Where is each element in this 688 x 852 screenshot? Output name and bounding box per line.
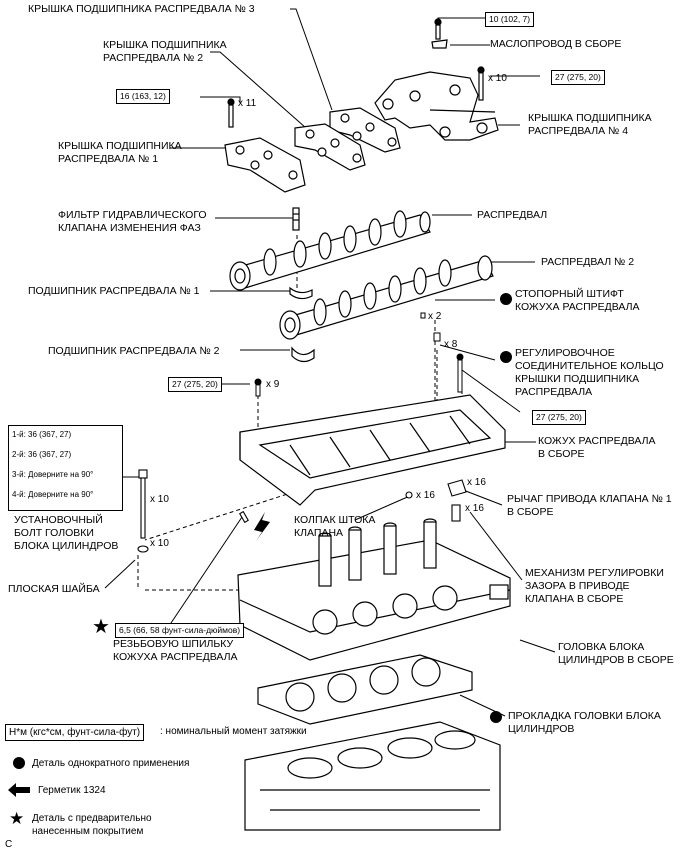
precoated-star-icon: ★	[9, 809, 25, 828]
label-cam-bearing-1: ПОДШИПНИК РАСПРЕДВАЛА № 1	[28, 285, 200, 297]
torque-step-2: 2-й: 36 (367, 27)	[12, 450, 72, 459]
qty-x16-lash: x 16	[465, 503, 484, 514]
label-lash-adjuster: МЕХАНИЗМ РЕГУЛИРОВКИ ЗАЗОРА В ПРИВОДЕ КЛ…	[525, 567, 664, 605]
label-valve-cap: КОЛПАК ШТОКА КЛАПАНА	[294, 514, 376, 539]
label-oil-pipe: МАСЛОПРОВОД В СБОРЕ	[490, 38, 622, 50]
qty-x16-cap: x 16	[416, 490, 435, 501]
label-cam-bearing-2: ПОДШИПНИК РАСПРЕДВАЛА № 2	[48, 345, 220, 357]
label-adjust-ring: РЕГУЛИРОВОЧНОЕ СОЕДИНИТЕЛЬНОЕ КОЛЬЦО КРЫ…	[515, 347, 664, 398]
label-bearing-cap-1: КРЫШКА ПОДШИПНИКА РАСПРЕДВАЛА № 1	[58, 140, 182, 165]
torque-step-3: 3-й: Доверните на 90°	[12, 470, 94, 479]
corner-letter: C	[5, 839, 13, 850]
label-camshaft: РАСПРЕДВАЛ	[477, 209, 548, 221]
torque-steps-panel: 1-й: 36 (367, 27) 2-й: 36 (367, 27) 3-й:…	[8, 425, 123, 511]
label-bearing-cap-3: КРЫШКА ПОДШИПНИКА РАСПРЕДВАЛА № 3	[28, 3, 255, 15]
legend-unit-box: Н*м (кгс*см, фунт-сила-фут)	[5, 724, 145, 741]
label-ocv-filter: ФИЛЬТР ГИДРАВЛИЧЕСКОГО КЛАПАНА ИЗМЕНЕНИЯ…	[58, 209, 207, 234]
legend-unit-desc: : номинальный момент затяжки	[160, 726, 307, 737]
torque-step-1: 1-й: 36 (367, 27)	[12, 430, 72, 439]
label-head-bolt: УСТАНОВОЧНЫЙ БОЛТ ГОЛОВКИ БЛОКА ЦИЛИНДРО…	[14, 514, 119, 552]
qty-x10-top: x 10	[488, 73, 507, 84]
torque-step-4: 4-й: Доверните на 90°	[12, 490, 94, 499]
label-flat-washer: ПЛОСКАЯ ШАЙБА	[8, 583, 100, 595]
torque-box-10: 10 (102, 7)	[485, 12, 535, 27]
label-bearing-cap-4: КРЫШКА ПОДШИПНИКА РАСПРЕДВАЛА № 4	[528, 112, 652, 137]
legend-sealant: Герметик 1324	[38, 785, 106, 796]
label-rocker-arm: РЫЧАГ ПРИВОДА КЛАПАНА № 1 В СБОРЕ	[507, 493, 672, 518]
qty-x2: x 2	[428, 311, 442, 322]
qty-x10-bolt: x 10	[150, 494, 169, 505]
torque-box-16: 16 (163, 12)	[116, 89, 170, 104]
label-head-gasket: ПРОКЛАДКА ГОЛОВКИ БЛОКА ЦИЛИНДРОВ	[508, 710, 661, 735]
sealant-arrow-icon	[8, 783, 30, 797]
qty-x11: x 11	[238, 98, 257, 109]
label-camshaft-2: РАСПРЕДВАЛ № 2	[541, 256, 635, 268]
star-icon: ★	[92, 616, 110, 638]
label-cam-housing: КОЖУХ РАСПРЕДВАЛА В СБОРЕ	[538, 435, 656, 460]
torque-box-27-top: 27 (275, 20)	[551, 70, 605, 85]
label-cyl-head: ГОЛОВКА БЛОКА ЦИЛИНДРОВ В СБОРЕ	[558, 641, 674, 666]
torque-box-27-right: 27 (275, 20)	[532, 410, 586, 425]
legend-one-time: Деталь однократного применения	[32, 758, 190, 769]
torque-box-stud: 6,5 (66, 58 фунт-сила-дюймов)	[115, 623, 245, 638]
label-stud: РЕЗЬБОВУЮ ШПИЛЬКУ КОЖУХА РАСПРЕДВАЛА	[113, 638, 238, 663]
label-housing-pin: СТОПОРНЫЙ ШТИФТ КОЖУХА РАСПРЕДВАЛА	[515, 288, 640, 313]
qty-x16-arm: x 16	[467, 477, 486, 488]
label-bearing-cap-2: КРЫШКА ПОДШИПНИКА РАСПРЕДВАЛА № 2	[103, 39, 227, 64]
qty-x9: x 9	[266, 379, 280, 390]
legend-precoated: Деталь с предварительно нанесенным покры…	[32, 813, 152, 837]
torque-box-27-left: 27 (275, 20)	[168, 377, 222, 392]
qty-x8: x 8	[444, 339, 458, 350]
qty-x10-washer: x 10	[150, 538, 169, 549]
one-time-use-dot-icon	[13, 757, 25, 769]
